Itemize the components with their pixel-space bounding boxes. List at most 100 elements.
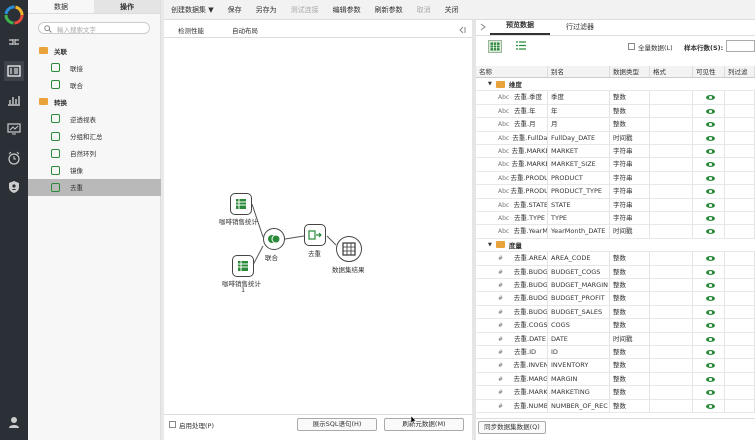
field-alias[interactable]: FullDay_DATE — [548, 131, 610, 144]
field-visibility[interactable] — [693, 265, 725, 278]
flow-canvas[interactable]: 咖啡销售统计 联合 咖啡销售统计 1 去重 数据集结果 — [164, 38, 472, 414]
field-data-type[interactable]: 整数 — [610, 372, 650, 386]
field-format[interactable] — [650, 145, 693, 158]
field-alias[interactable]: AREA_CODE — [548, 252, 610, 265]
field-data-type[interactable]: 整数 — [610, 104, 650, 118]
field-data-type[interactable]: 时间戳 — [610, 225, 650, 238]
enable-processing-checkbox[interactable] — [169, 421, 176, 428]
field-alias[interactable]: MARGIN — [548, 372, 610, 386]
refresh-parameters-button[interactable]: 刷新参数 — [374, 5, 403, 14]
panel-divider[interactable] — [161, 0, 164, 440]
field-alias[interactable]: BUDGET_SALES — [548, 305, 610, 319]
field-visibility[interactable] — [693, 319, 725, 332]
eye-icon[interactable] — [705, 229, 715, 235]
test-connection-button[interactable]: 测试连接 — [290, 5, 319, 14]
column-header[interactable]: 列过滤 — [725, 66, 755, 77]
field-format[interactable] — [650, 252, 693, 265]
eye-icon[interactable] — [705, 336, 715, 342]
tab-preview-data[interactable]: 预览数据 — [490, 18, 550, 35]
field-column-filter[interactable] — [725, 279, 755, 292]
field-visibility[interactable] — [693, 359, 725, 372]
eye-icon[interactable] — [705, 256, 715, 262]
field-data-type[interactable]: 整数 — [610, 399, 650, 412]
field-format[interactable] — [650, 305, 693, 319]
tree-item[interactable]: 关联 — [28, 42, 161, 59]
field-data-type[interactable]: 整数 — [610, 91, 650, 104]
eye-icon[interactable] — [705, 175, 715, 181]
field-data-type[interactable]: 整数 — [610, 386, 650, 399]
field-data-type[interactable]: 字符串 — [610, 185, 650, 198]
collapse-icon[interactable] — [458, 26, 466, 34]
field-column-filter[interactable] — [725, 332, 755, 345]
field-format[interactable] — [650, 386, 693, 399]
field-format[interactable] — [650, 265, 693, 278]
field-visibility[interactable] — [693, 185, 725, 198]
tab-operations[interactable]: 操作 — [94, 0, 160, 13]
field-data-type[interactable]: 时间戳 — [610, 131, 650, 144]
eye-icon[interactable] — [705, 376, 715, 382]
field-column-filter[interactable] — [725, 225, 755, 238]
field-column-filter[interactable] — [725, 359, 755, 372]
field-format[interactable] — [650, 158, 693, 171]
field-format[interactable] — [650, 359, 693, 372]
tree-item[interactable]: 联合 — [28, 76, 161, 93]
field-alias[interactable]: COGS — [548, 319, 610, 332]
eye-icon[interactable] — [705, 350, 715, 355]
field-alias[interactable]: PRODUCT_TYPE — [548, 185, 610, 198]
field-format[interactable] — [650, 399, 693, 412]
field-format[interactable] — [650, 198, 693, 211]
field-column-filter[interactable] — [725, 292, 755, 305]
field-data-type[interactable]: 字符串 — [610, 198, 650, 211]
dashboard-icon[interactable] — [4, 119, 24, 139]
tree-item[interactable]: 逆透视表 — [28, 110, 161, 127]
field-column-filter[interactable] — [725, 212, 755, 225]
shield-icon[interactable] — [4, 177, 24, 197]
field-format[interactable] — [650, 279, 693, 292]
cancel-button[interactable]: 取消 — [416, 5, 431, 14]
field-column-filter[interactable] — [725, 319, 755, 332]
result-node[interactable] — [336, 236, 362, 262]
eye-icon[interactable] — [705, 162, 715, 168]
field-column-filter[interactable] — [725, 131, 755, 144]
field-alias[interactable]: YearMonth_DATE — [548, 225, 610, 238]
field-format[interactable] — [650, 104, 693, 118]
alarm-icon[interactable] — [4, 148, 24, 168]
eye-icon[interactable] — [705, 202, 715, 208]
field-format[interactable] — [650, 292, 693, 305]
field-format[interactable] — [650, 225, 693, 238]
group-row[interactable]: ▼维度 — [476, 78, 755, 92]
field-visibility[interactable] — [693, 198, 725, 211]
eye-icon[interactable] — [705, 135, 715, 141]
field-visibility[interactable] — [693, 346, 725, 359]
create-dataset-button[interactable]: 创建数据集 ▼ — [171, 5, 214, 14]
column-header[interactable]: 别名 — [548, 66, 610, 77]
tree-item[interactable]: 去重 — [28, 178, 161, 196]
field-alias[interactable]: ID — [548, 346, 610, 359]
field-visibility[interactable] — [693, 225, 725, 238]
field-data-type[interactable]: 整数 — [610, 359, 650, 372]
field-visibility[interactable] — [693, 386, 725, 399]
field-column-filter[interactable] — [725, 118, 755, 131]
field-data-type[interactable]: 字符串 — [610, 145, 650, 158]
field-alias[interactable]: BUDGET_MARGIN — [548, 279, 610, 292]
save-button[interactable]: 保存 — [227, 5, 242, 14]
field-alias[interactable]: STATE — [548, 198, 610, 211]
sync-dataset-button[interactable]: 同步数据集数据(Q) — [478, 421, 546, 434]
field-data-type[interactable]: 整数 — [610, 346, 650, 359]
dataset-icon[interactable] — [4, 61, 24, 81]
refresh-metadata-button[interactable]: 刷新元数据(M) — [384, 418, 464, 431]
field-alias[interactable]: 月 — [548, 118, 610, 131]
eye-icon[interactable] — [705, 189, 715, 195]
show-sql-button[interactable]: 展示SQL语句(H) — [297, 418, 377, 431]
